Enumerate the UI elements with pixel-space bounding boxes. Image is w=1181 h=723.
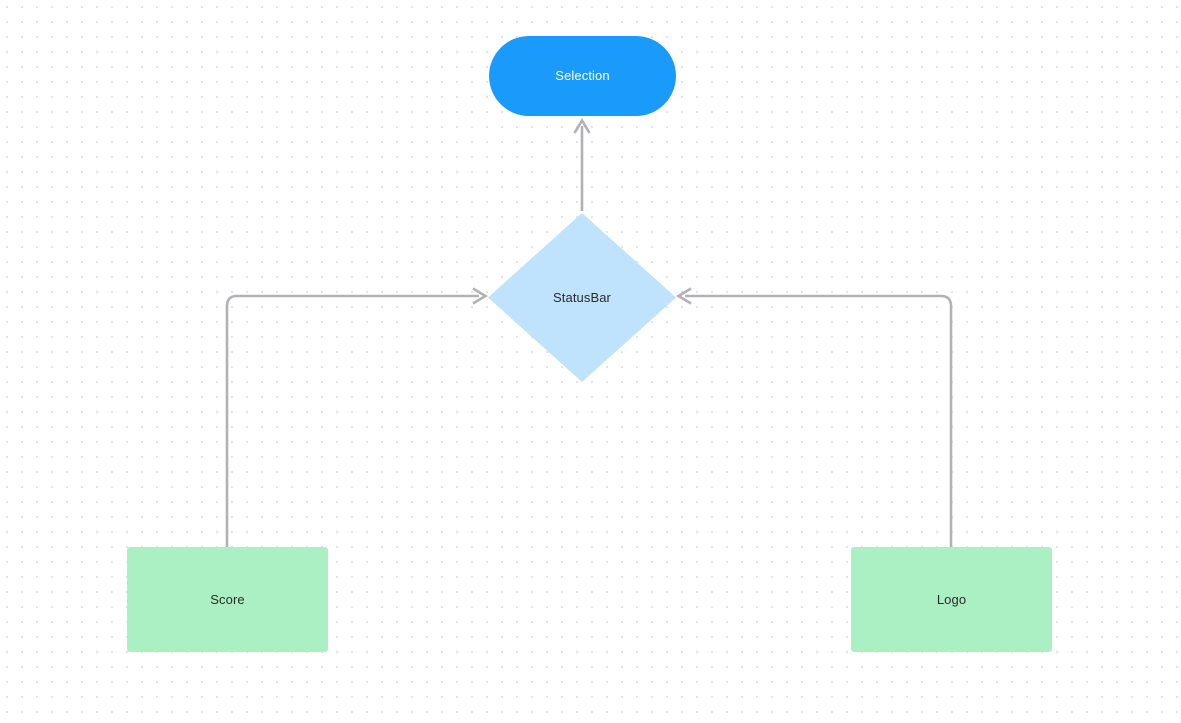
node-statusbar[interactable]: StatusBar <box>488 213 676 382</box>
node-score-label: Score <box>210 591 245 607</box>
node-logo[interactable]: Logo <box>851 547 1052 652</box>
edge-line <box>685 294 953 548</box>
edge-statusbar-selection <box>573 117 591 211</box>
edge-logo-statusbar <box>675 287 953 548</box>
edge-line <box>225 294 479 548</box>
node-logo-label: Logo <box>936 591 967 607</box>
edge-score-statusbar <box>225 287 489 548</box>
arrowhead-up-icon <box>573 117 591 134</box>
arrowhead-left-icon <box>675 287 692 305</box>
node-statusbar-label: StatusBar <box>553 289 611 305</box>
node-selection[interactable]: Selection <box>489 36 676 116</box>
node-score[interactable]: Score <box>127 547 328 652</box>
node-selection-label: Selection <box>555 68 610 84</box>
arrowhead-right-icon <box>472 287 489 305</box>
